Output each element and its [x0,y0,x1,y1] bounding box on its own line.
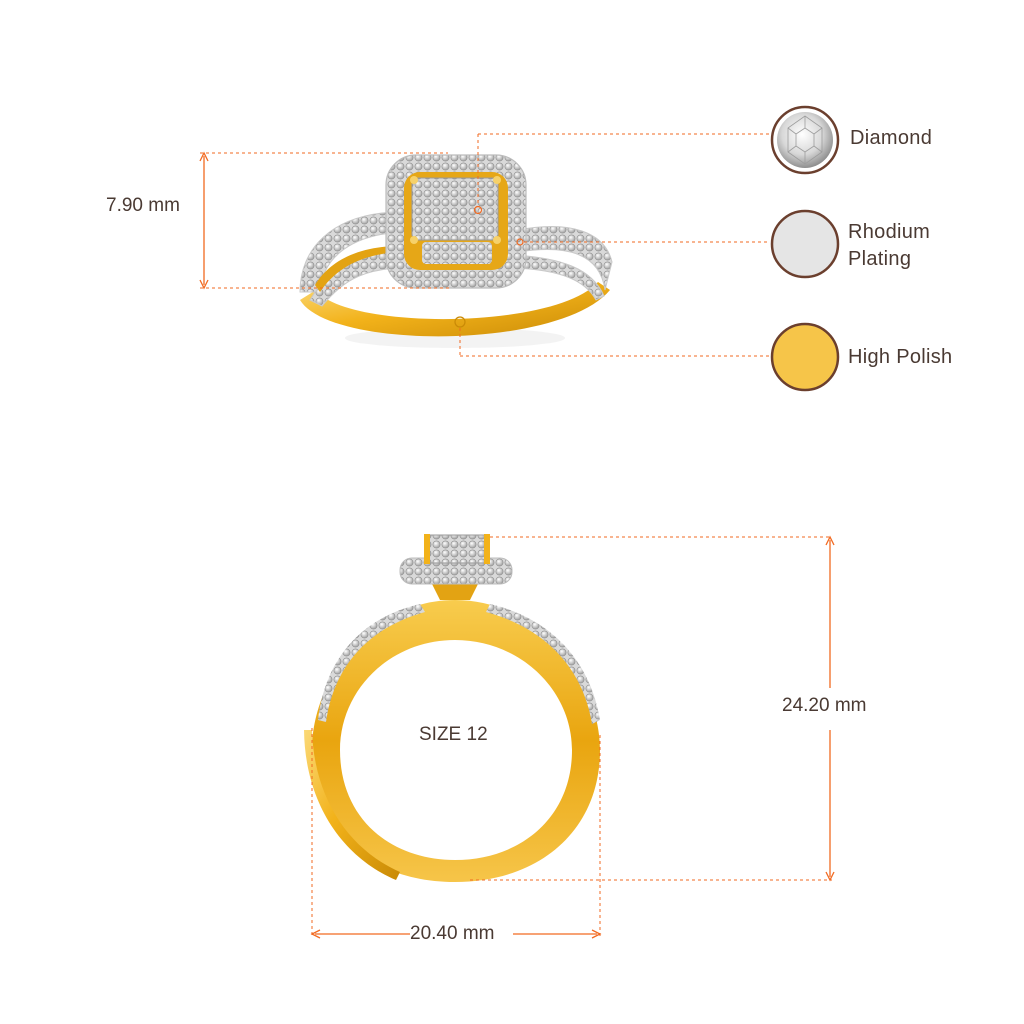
width-label: 20.40 mm [410,923,495,944]
lower-shank [300,282,610,337]
height-dimension-top [199,151,209,290]
right-pave-arm-lower [514,254,605,301]
height-label-top: 7.90 mm [106,195,180,216]
arrow-head-up [825,535,835,546]
arrow-head-down [199,279,209,290]
hallmark-marker [454,316,466,328]
arrow-head-down [825,871,835,882]
rhodium-label-line2: Plating [848,248,912,270]
front-prong-left [424,534,430,564]
center-cluster [411,177,499,241]
top-guides [200,133,770,357]
height-dimension-front [825,535,835,882]
front-pave-right [486,604,600,724]
prong [410,236,418,244]
diamond-label: Diamond [850,127,933,149]
width-dimension [310,929,602,939]
front-center-stone [425,534,489,564]
center-cluster-lower [422,242,492,264]
high-polish-label: High Polish [848,346,953,368]
arrow-head-up [199,151,209,162]
rhodium-label-line1: Rhodium [848,221,931,243]
front-prong-right [484,534,490,564]
rhodium-marker [516,238,524,246]
front-guides [311,536,832,936]
arrow-head-left [310,929,321,939]
ring-size-label: SIZE 12 [419,724,488,745]
prong [493,236,501,244]
front-band-edge [304,730,400,880]
right-pave-arm [517,226,613,291]
diamond-facets [787,115,823,165]
ring-top-view [299,154,613,348]
rhodium-swatch-icon [770,209,840,279]
prong [493,176,501,184]
ring-front-view [304,534,600,882]
front-pave-left [318,604,425,722]
prong [410,176,418,184]
gold-swatch-icon [770,322,840,392]
swatch-group [770,105,840,392]
height-label-side: 24.20 mm [782,695,867,716]
head-basket [430,580,480,600]
arrow-head-right [591,929,602,939]
